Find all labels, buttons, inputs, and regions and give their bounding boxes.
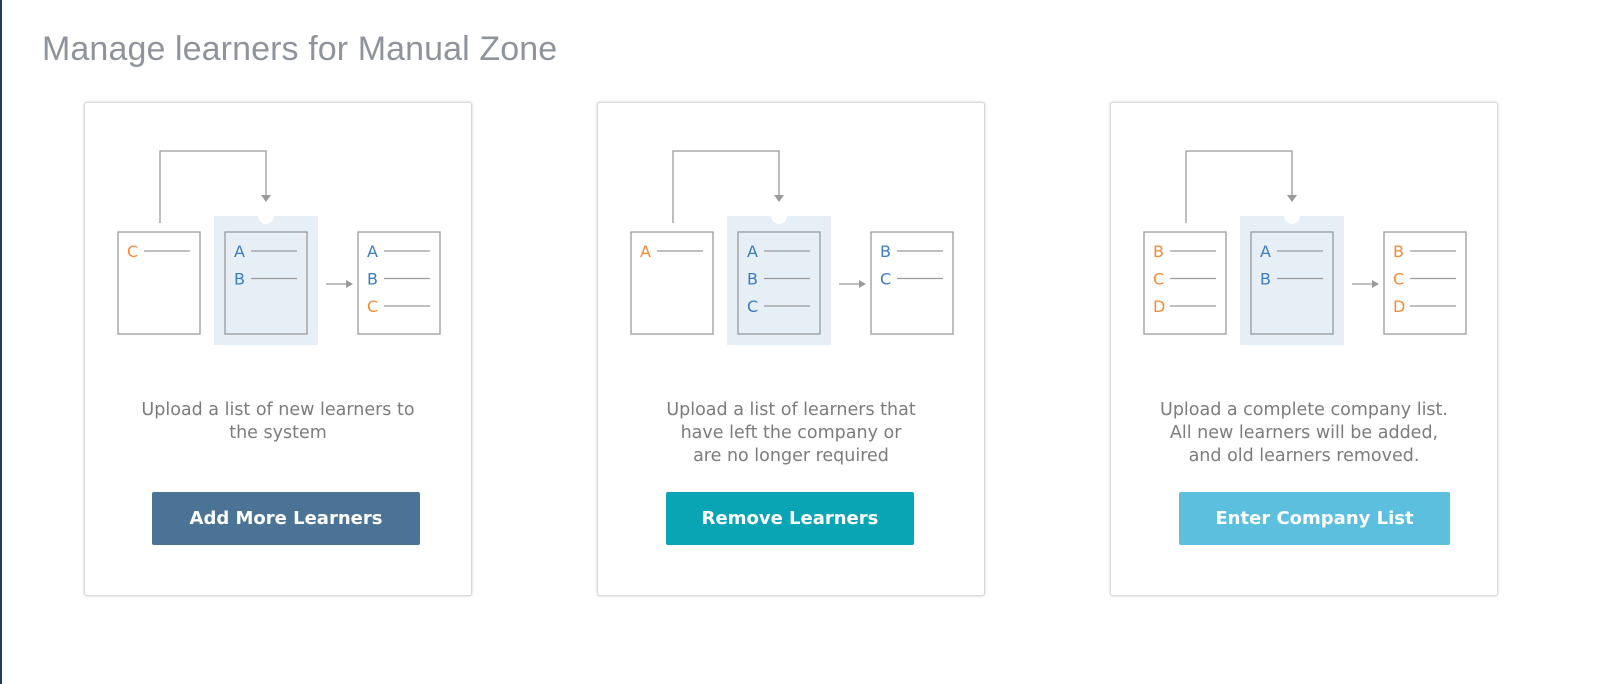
remove-learners-diagram: A ABC BC	[630, 150, 954, 345]
description-line: and old learners removed.	[1188, 446, 1420, 466]
result-list: ABC	[367, 242, 430, 316]
list-letter: C	[127, 242, 138, 261]
flow-connector	[672, 150, 780, 223]
list-letter: D	[1153, 297, 1165, 316]
list-letter: A	[640, 242, 651, 261]
list-letter: B	[367, 270, 378, 289]
list-letter: A	[1260, 242, 1271, 261]
middle-list: AB	[234, 242, 297, 289]
result-document	[870, 231, 954, 335]
source-list: A	[640, 242, 703, 261]
middle-document	[737, 231, 821, 335]
add-more-learners-button[interactable]: Add More Learners	[152, 492, 420, 545]
description-line: Upload a complete company list.	[1160, 400, 1448, 420]
source-list: BCD	[1153, 242, 1216, 316]
description-line: the system	[229, 423, 327, 443]
description-line: have left the company or	[680, 423, 902, 443]
list-letter: D	[1393, 297, 1405, 316]
result-arrowhead	[1372, 280, 1379, 288]
card-description: Upload a list of new learners to the sys…	[115, 399, 441, 445]
result-arrowhead	[346, 280, 353, 288]
source-list: C	[127, 242, 190, 261]
flow-connector	[1185, 150, 1293, 223]
list-letter: B	[1260, 270, 1271, 289]
source-document	[117, 231, 201, 335]
description-line: Upload a list of new learners to	[141, 400, 415, 420]
result-arrowhead	[859, 280, 866, 288]
source-document	[630, 231, 714, 335]
list-letter: B	[1393, 242, 1404, 261]
enter-company-list-button[interactable]: Enter Company List	[1179, 492, 1450, 545]
result-list: BCD	[1393, 242, 1456, 316]
add-learners-diagram: C AB ABC	[117, 150, 441, 345]
middle-list: ABC	[747, 242, 810, 316]
list-letter: B	[234, 270, 245, 289]
highlight-notch	[771, 208, 787, 224]
list-letter: B	[1153, 242, 1164, 261]
list-letter: C	[367, 297, 378, 316]
description-line: All new learners will be added,	[1169, 423, 1439, 443]
middle-document	[224, 231, 308, 335]
company-list-diagram: BCD AB BCD	[1143, 150, 1467, 345]
list-letter: C	[1153, 270, 1164, 289]
card-description: Upload a list of learners that have left…	[628, 399, 954, 468]
result-document	[357, 231, 441, 335]
description-line: Upload a list of learners that	[666, 400, 916, 420]
connector-arrowhead	[774, 195, 784, 202]
middle-list: AB	[1260, 242, 1323, 289]
result-list: BC	[880, 242, 943, 289]
list-letter: B	[747, 270, 758, 289]
page-title: Manage learners for Manual Zone	[42, 30, 558, 68]
card-description: Upload a complete company list. All new …	[1141, 399, 1467, 468]
description-line: are no longer required	[693, 446, 889, 466]
window-left-edge	[0, 0, 2, 684]
highlight-notch	[258, 208, 274, 224]
connector-arrowhead	[1287, 195, 1297, 202]
middle-document	[1250, 231, 1334, 335]
remove-learners-button[interactable]: Remove Learners	[666, 492, 914, 545]
list-letter: A	[367, 242, 378, 261]
connector-arrowhead	[261, 195, 271, 202]
list-letter: A	[747, 242, 758, 261]
list-letter: C	[747, 297, 758, 316]
source-document	[1143, 231, 1227, 335]
flow-connector	[159, 150, 267, 223]
list-letter: C	[1393, 270, 1404, 289]
list-letter: B	[880, 242, 891, 261]
list-letter: C	[880, 270, 891, 289]
highlight-notch	[1284, 208, 1300, 224]
list-letter: A	[234, 242, 245, 261]
result-document	[1383, 231, 1467, 335]
